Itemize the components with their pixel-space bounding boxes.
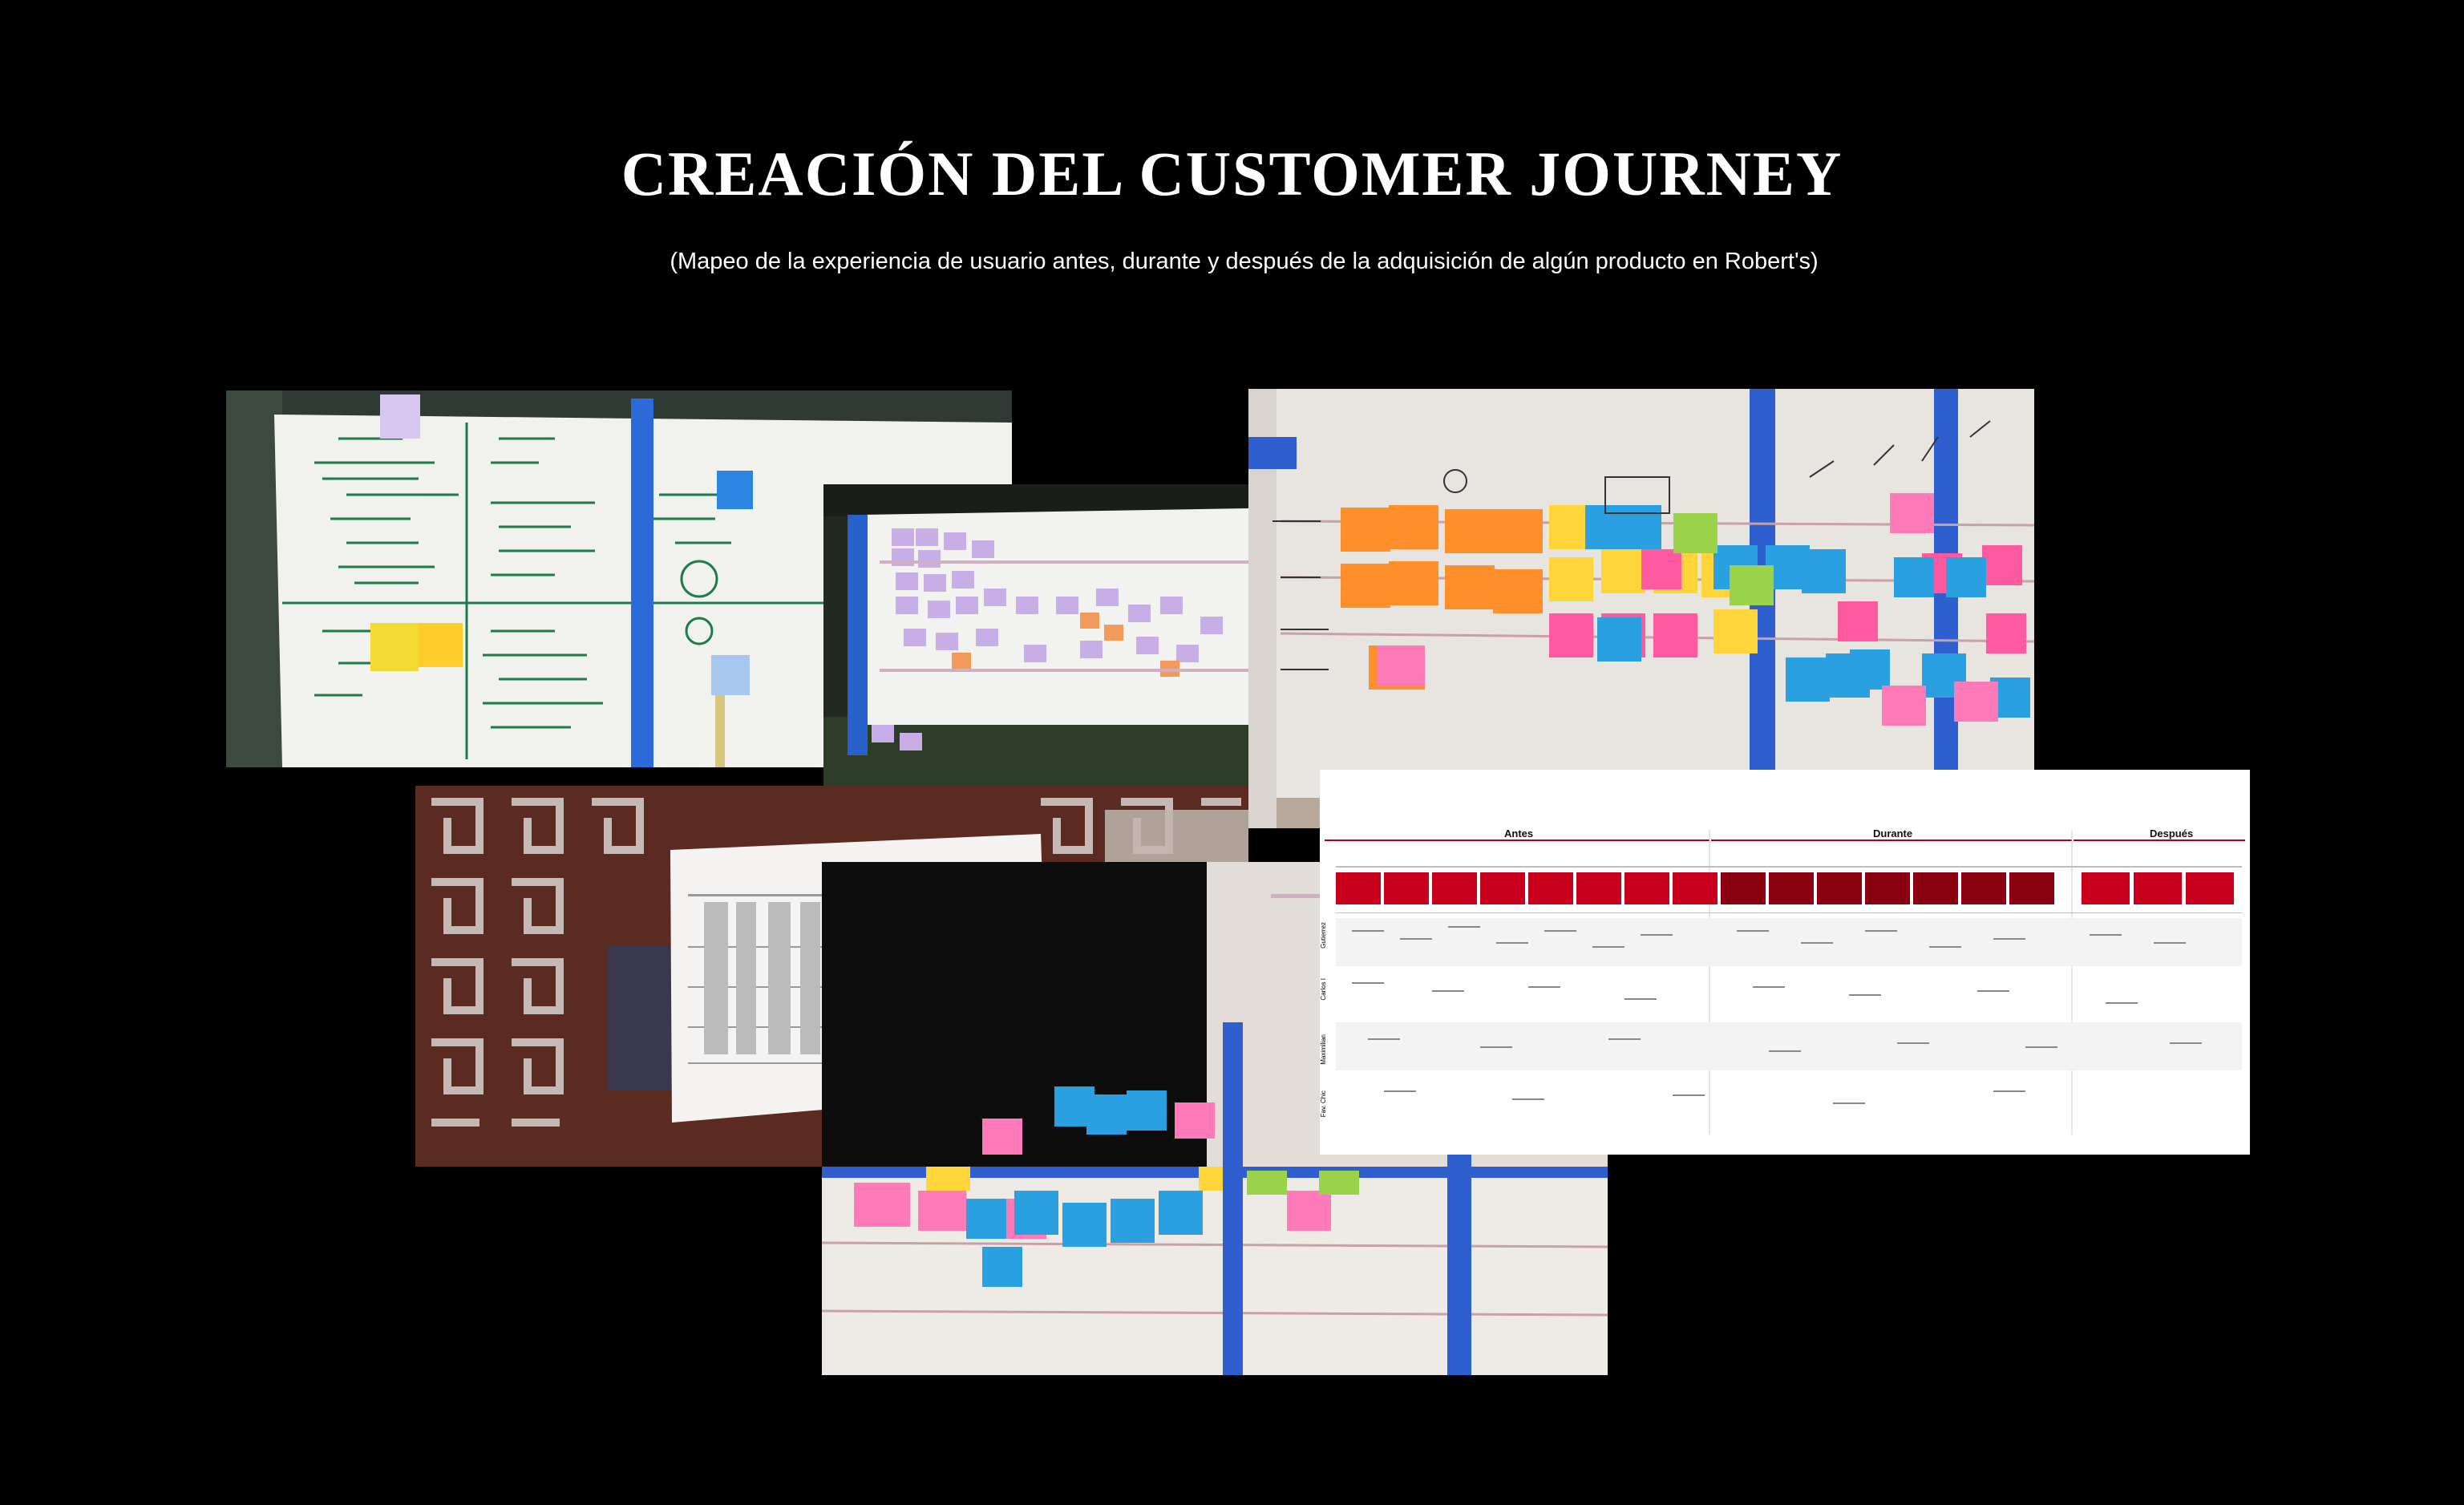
photo-sticky-wall-colorful [1248,389,2034,828]
journey-map-document: Antes Durante Después Gutierrez Carlos I… [1320,770,2250,1155]
page-title: CREACIÓN DEL CUSTOMER JOURNEY [621,139,1843,208]
photo-sticky-wall-purple [823,484,1248,787]
persona-label: Maximilian [1320,1034,1327,1065]
phase-despues-label: Después [2150,827,2194,839]
persona-label: Fav. Chic [1320,1090,1327,1118]
persona-label: Carlos I [1320,978,1327,1001]
persona-label: Gutierrez [1320,922,1327,949]
phase-durante-label: Durante [1873,827,1913,839]
page-subtitle: (Mapeo de la experiencia de usuario ante… [670,249,1819,274]
phase-antes-label: Antes [1504,827,1534,839]
